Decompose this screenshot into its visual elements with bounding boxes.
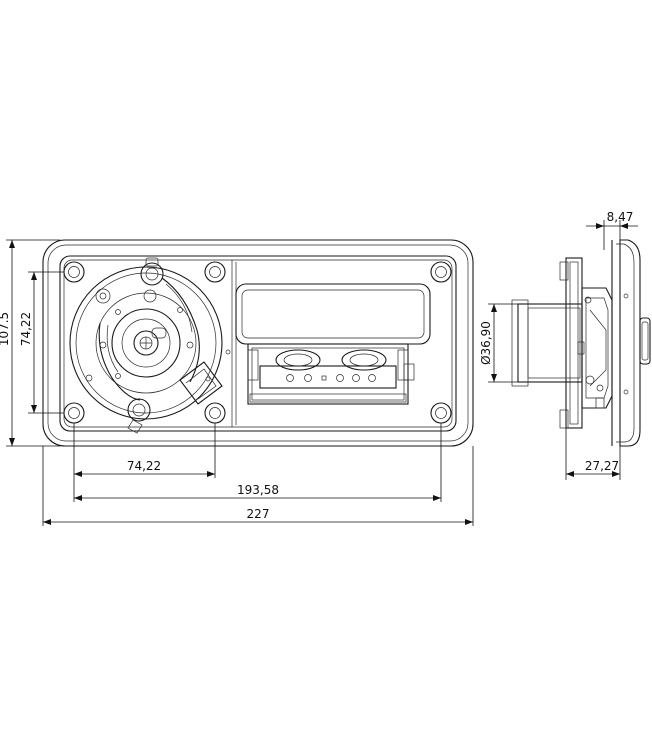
dim-width-holes-left: 74,22 — [127, 459, 161, 473]
dim-diameter: 36,90 — [479, 321, 493, 355]
terminal-screws — [286, 374, 376, 382]
dim-width-holes: 193,58 — [237, 483, 279, 497]
mounting-hole-bottom-center — [204, 402, 226, 424]
rotary-mechanism — [69, 257, 231, 434]
inner-frame — [59, 255, 457, 432]
dim-height-holes: 74,22 — [19, 312, 33, 346]
side-view — [511, 239, 651, 447]
outer-flange-inner-edge — [47, 244, 469, 442]
terminal-module — [235, 283, 431, 405]
mounting-hole-top-center — [204, 261, 226, 283]
dim-side-depth: 27,27 — [585, 459, 619, 473]
inner-frame-edge — [63, 259, 453, 428]
gland-left — [275, 349, 321, 371]
front-view — [42, 239, 474, 447]
mounting-hole-top-left — [63, 261, 85, 283]
dim-height-overall: 107.5 — [0, 312, 11, 346]
mounting-hole-bottom-right — [430, 402, 452, 424]
dim-side-thickness: 8,47 — [607, 210, 634, 224]
dimension-lines — [6, 220, 638, 526]
mounting-hole-top-right — [430, 261, 452, 283]
dim-width-overall: 227 — [247, 507, 270, 521]
gland-right — [341, 349, 387, 371]
diameter-symbol: Ø — [479, 355, 493, 364]
svg-text:Ø36,90: Ø36,90 — [479, 321, 493, 365]
mounting-hole-bottom-left — [63, 402, 85, 424]
outer-flange — [42, 239, 474, 447]
